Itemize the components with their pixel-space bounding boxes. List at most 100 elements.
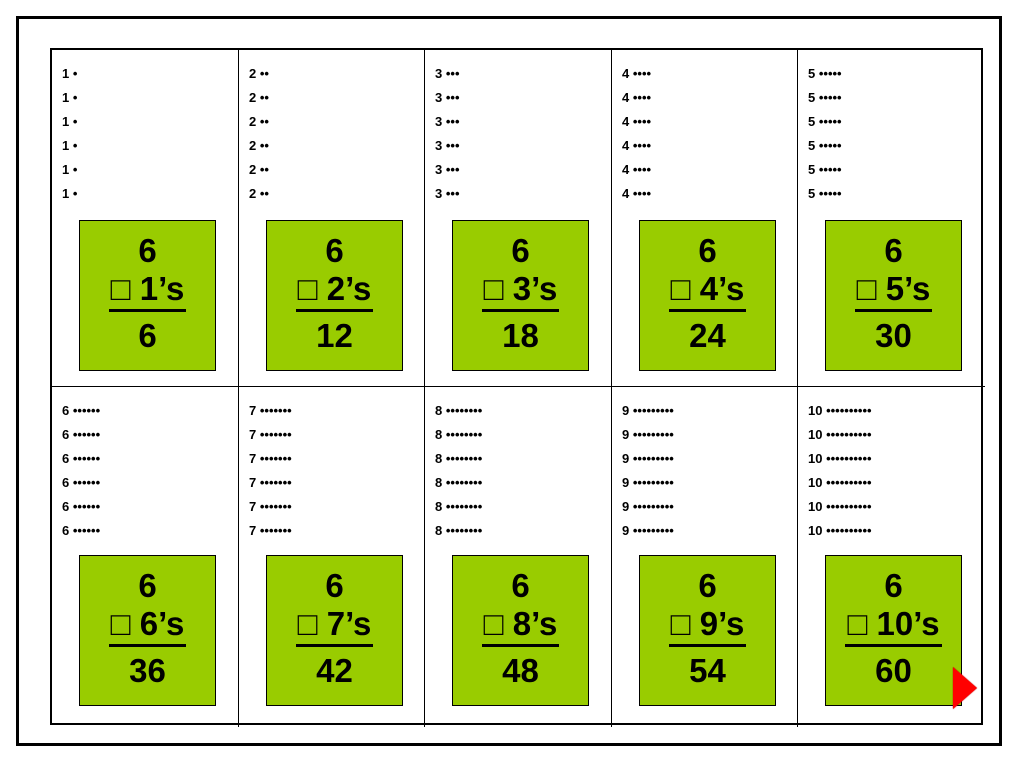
group-count: 6	[138, 567, 157, 604]
dot-row: 1 •	[62, 66, 78, 81]
multiplier-label: □ 6’s	[108, 606, 187, 647]
dot-row: 1 •	[62, 186, 78, 201]
dot-row: 5 •••••	[808, 66, 842, 81]
dot-rows: 10 •••••••••• 10 •••••••••• 10 •••••••••…	[808, 399, 872, 543]
multiplier-label: □ 2’s	[295, 271, 374, 312]
product-value: 48	[502, 651, 539, 689]
cell-9: 9 ••••••••• 9 ••••••••• 9 ••••••••• 9 ••…	[612, 387, 798, 727]
group-count: 6	[884, 232, 903, 269]
dot-row: 4 ••••	[622, 162, 652, 177]
dot-row: 4 ••••	[622, 90, 652, 105]
dot-row: 10 ••••••••••	[808, 427, 872, 442]
dot-row: 6 ••••••	[62, 499, 101, 514]
dot-row: 10 ••••••••••	[808, 403, 872, 418]
dot-row: 6 ••••••	[62, 451, 101, 466]
product-value: 12	[316, 316, 353, 354]
product-value: 6	[138, 316, 157, 354]
cell-8: 8 •••••••• 8 •••••••• 8 •••••••• 8 •••••…	[425, 387, 612, 727]
dot-row: 3 •••	[435, 162, 460, 177]
answer-card: 6 □ 3’s 18	[452, 220, 589, 371]
answer-card: 6 □ 1’s 6	[79, 220, 216, 371]
group-count: 6	[884, 567, 903, 604]
dot-row: 4 ••••	[622, 186, 652, 201]
dot-rows: 7 ••••••• 7 ••••••• 7 ••••••• 7 ••••••• …	[249, 399, 292, 543]
answer-card: 6 □ 6’s 36	[79, 555, 216, 706]
dot-row: 5 •••••	[808, 90, 842, 105]
product-value: 24	[689, 316, 726, 354]
cell-6: 6 •••••• 6 •••••• 6 •••••• 6 •••••• 6 ••…	[52, 387, 239, 727]
triangle-right-icon[interactable]	[953, 667, 977, 709]
dot-rows: 4 •••• 4 •••• 4 •••• 4 •••• 4 •••• 4 •••…	[622, 62, 651, 206]
dot-row: 1 •	[62, 114, 78, 129]
group-count: 6	[138, 232, 157, 269]
answer-card: 6 □ 5’s 30	[825, 220, 962, 371]
dot-row: 1 •	[62, 138, 78, 153]
multiplier-label: □ 3’s	[481, 271, 560, 312]
multiplier-label: □ 5’s	[854, 271, 933, 312]
dot-row: 4 ••••	[622, 114, 652, 129]
dot-row: 10 ••••••••••	[808, 451, 872, 466]
dot-row: 2 ••	[249, 90, 269, 105]
dot-row: 2 ••	[249, 66, 269, 81]
dot-row: 10 ••••••••••	[808, 523, 872, 538]
dot-row: 3 •••	[435, 186, 460, 201]
dot-rows: 6 •••••• 6 •••••• 6 •••••• 6 •••••• 6 ••…	[62, 399, 100, 543]
dot-row: 1 •	[62, 162, 78, 177]
dot-row: 7 •••••••	[249, 403, 292, 418]
dot-row: 8 ••••••••	[435, 523, 483, 538]
product-value: 60	[875, 651, 912, 689]
product-value: 36	[129, 651, 166, 689]
dot-rows: 9 ••••••••• 9 ••••••••• 9 ••••••••• 9 ••…	[622, 399, 674, 543]
dot-row: 6 ••••••	[62, 475, 101, 490]
dot-rows: 8 •••••••• 8 •••••••• 8 •••••••• 8 •••••…	[435, 399, 482, 543]
dot-rows: 5 ••••• 5 ••••• 5 ••••• 5 ••••• 5 ••••• …	[808, 62, 842, 206]
dot-row: 6 ••••••	[62, 427, 101, 442]
cell-5: 5 ••••• 5 ••••• 5 ••••• 5 ••••• 5 ••••• …	[798, 50, 985, 387]
multiplier-label: □ 1’s	[108, 271, 187, 312]
dot-row: 8 ••••••••	[435, 403, 483, 418]
dot-row: 1 •	[62, 90, 78, 105]
multiplier-label: □ 7’s	[295, 606, 374, 647]
dot-row: 7 •••••••	[249, 427, 292, 442]
dot-row: 8 ••••••••	[435, 499, 483, 514]
dot-row: 6 ••••••	[62, 403, 101, 418]
answer-card: 6 □ 4’s 24	[639, 220, 776, 371]
dot-row: 8 ••••••••	[435, 475, 483, 490]
product-value: 42	[316, 651, 353, 689]
dot-row: 9 •••••••••	[622, 499, 674, 514]
dot-rows: 2 •• 2 •• 2 •• 2 •• 2 •• 2 ••	[249, 62, 269, 206]
cell-3: 3 ••• 3 ••• 3 ••• 3 ••• 3 ••• 3 ••• 6 □ …	[425, 50, 612, 387]
product-value: 18	[502, 316, 539, 354]
multiplier-label: □ 4’s	[668, 271, 747, 312]
dot-row: 9 •••••••••	[622, 427, 674, 442]
dot-row: 7 •••••••	[249, 523, 292, 538]
dot-row: 5 •••••	[808, 162, 842, 177]
answer-card: 6 □ 8’s 48	[452, 555, 589, 706]
multiplier-label: □ 10’s	[845, 606, 942, 647]
product-value: 54	[689, 651, 726, 689]
dot-row: 3 •••	[435, 114, 460, 129]
dot-row: 5 •••••	[808, 138, 842, 153]
dot-row: 2 ••	[249, 114, 269, 129]
answer-card: 6 □ 2’s 12	[266, 220, 403, 371]
dot-rows: 1 • 1 • 1 • 1 • 1 • 1 •	[62, 62, 77, 206]
multiplication-grid: 1 • 1 • 1 • 1 • 1 • 1 • 6 □ 1’s 6 2 •• 2…	[50, 48, 985, 727]
answer-card: 6 □ 7’s 42	[266, 555, 403, 706]
dot-row: 7 •••••••	[249, 499, 292, 514]
dot-row: 7 •••••••	[249, 475, 292, 490]
group-count: 6	[698, 232, 717, 269]
dot-row: 2 ••	[249, 138, 269, 153]
group-count: 6	[325, 232, 344, 269]
dot-row: 10 ••••••••••	[808, 475, 872, 490]
answer-card: 6 □ 10’s 60	[825, 555, 962, 706]
cell-2: 2 •• 2 •• 2 •• 2 •• 2 •• 2 •• 6 □ 2’s 12	[239, 50, 425, 387]
slide-frame	[16, 16, 1002, 746]
dot-row: 3 •••	[435, 138, 460, 153]
group-count: 6	[698, 567, 717, 604]
dot-row: 9 •••••••••	[622, 403, 674, 418]
group-count: 6	[511, 232, 530, 269]
group-count: 6	[511, 567, 530, 604]
multiplier-label: □ 9’s	[668, 606, 747, 647]
dot-row: 5 •••••	[808, 186, 842, 201]
cell-4: 4 •••• 4 •••• 4 •••• 4 •••• 4 •••• 4 •••…	[612, 50, 798, 387]
